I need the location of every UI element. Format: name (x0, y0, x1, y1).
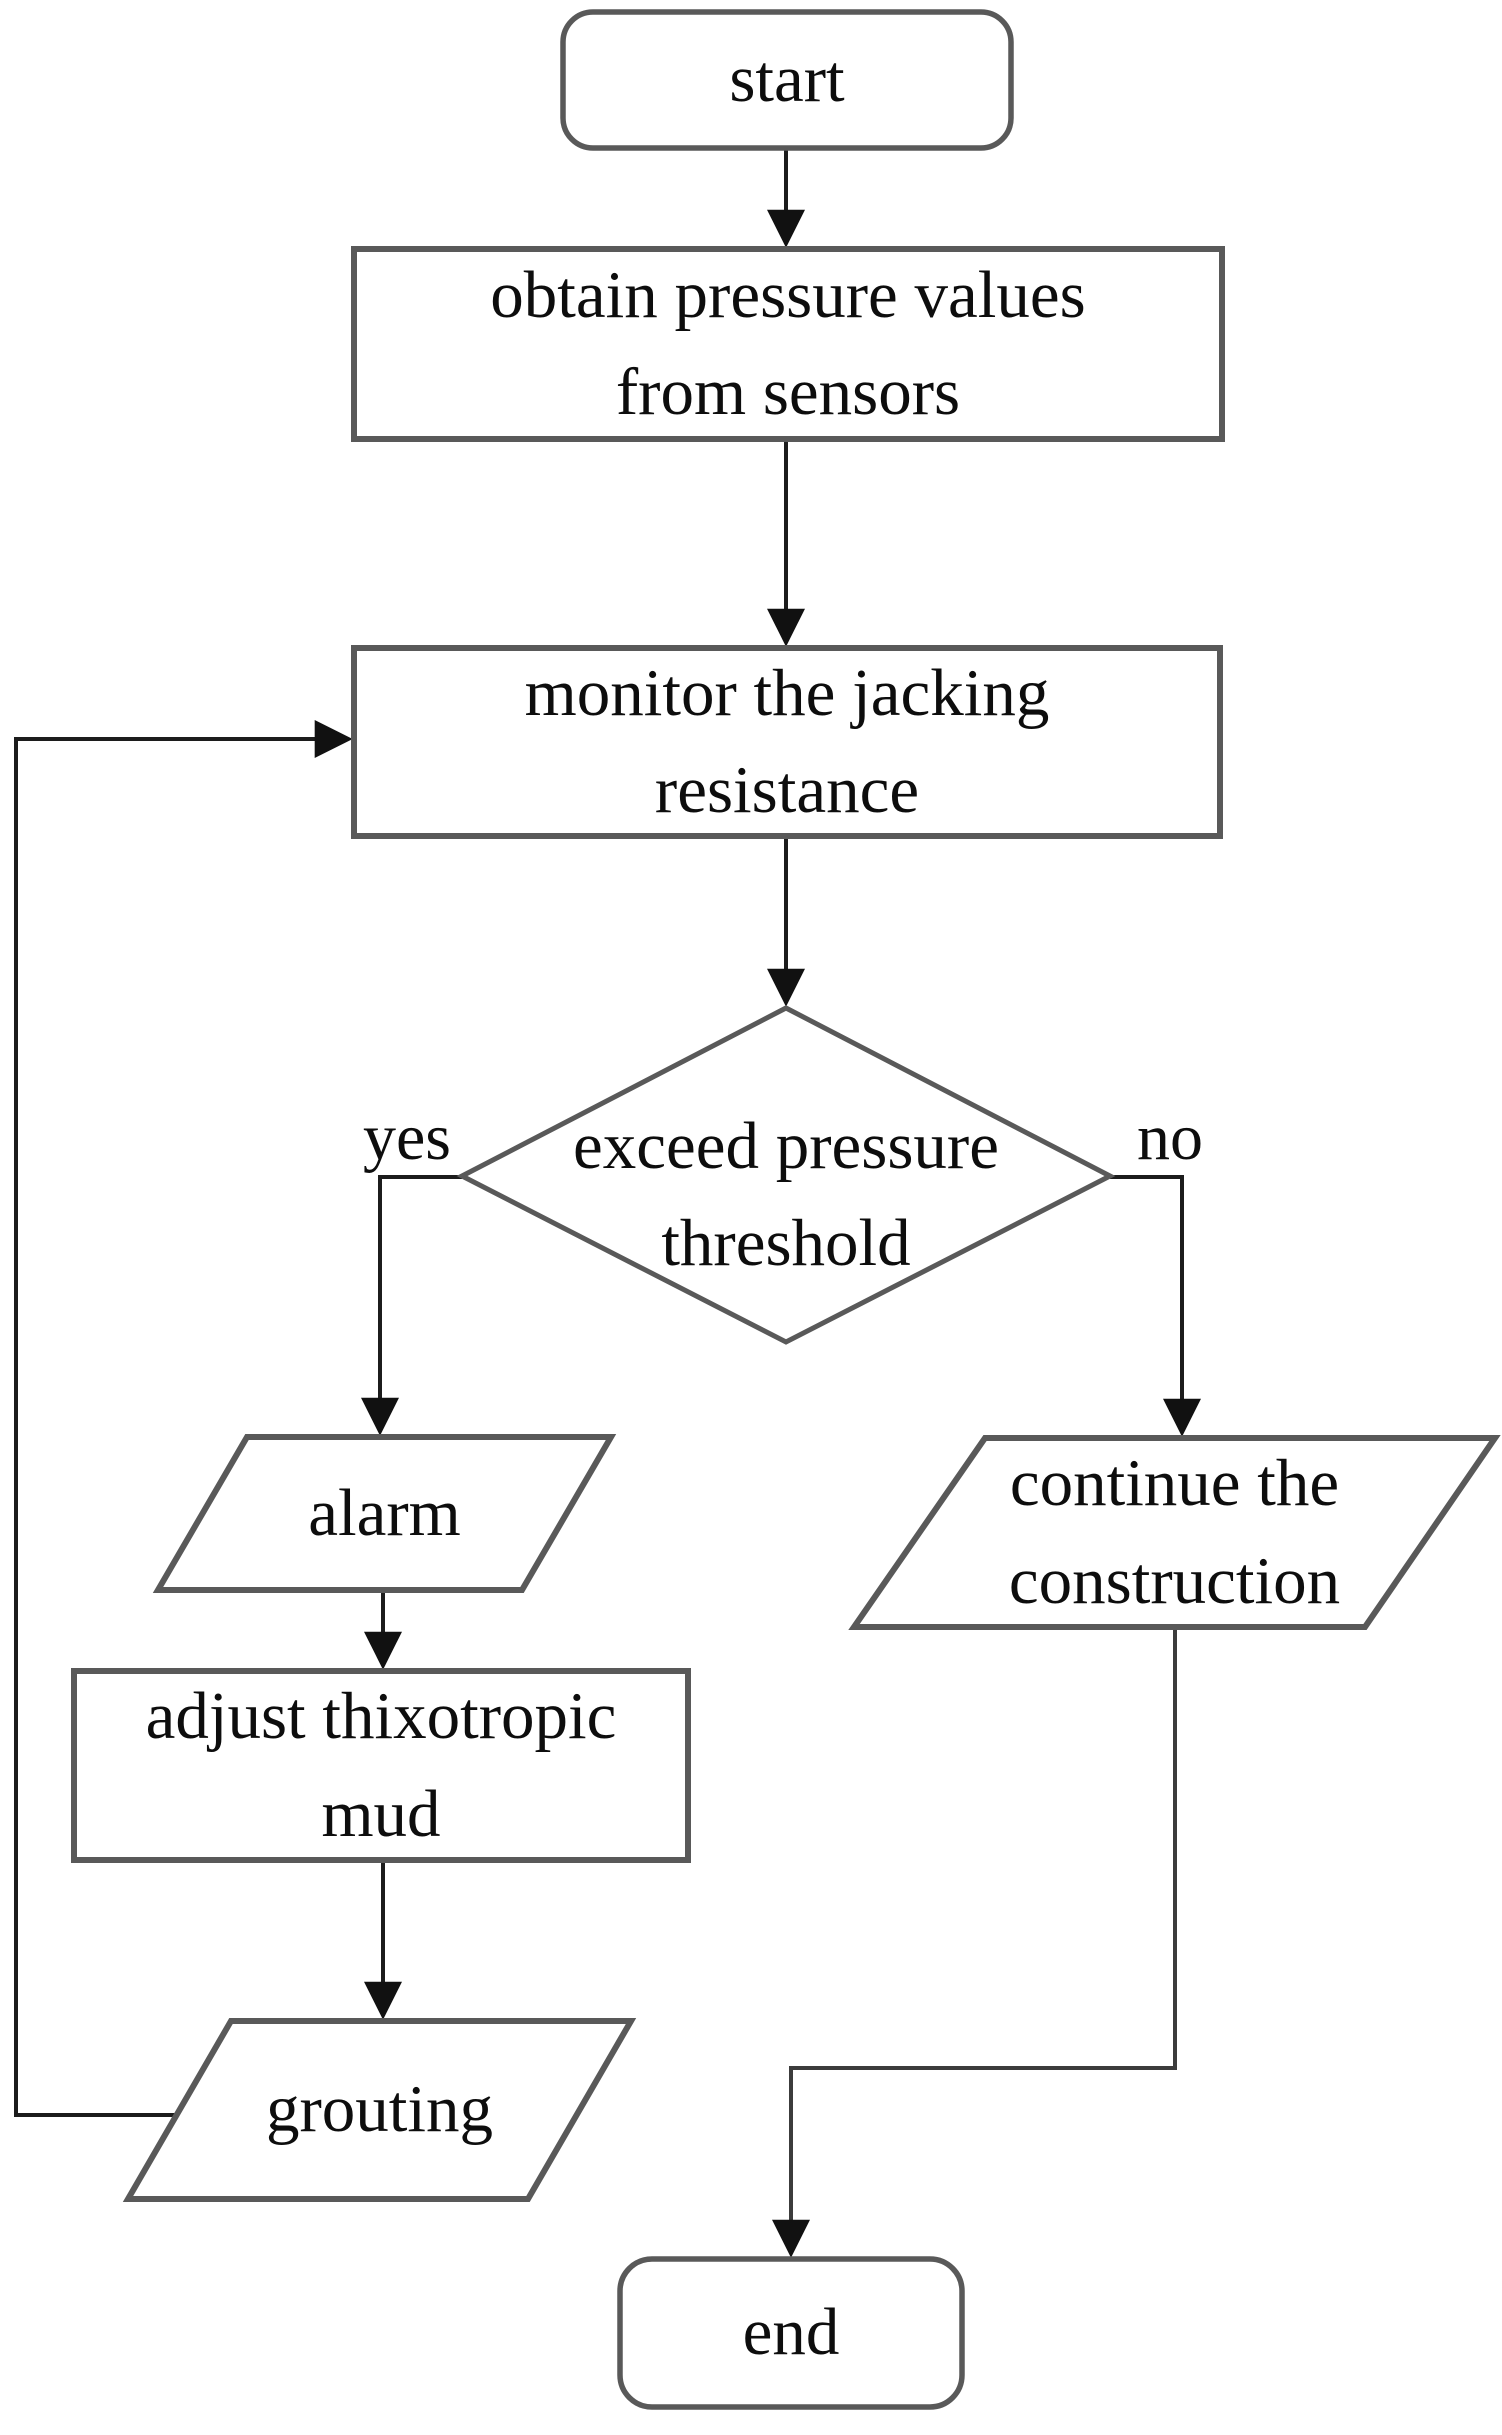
edge-decision-continue-no (1110, 1175, 1201, 1437)
edge-continue-end (772, 1629, 1177, 2258)
start-terminator-shape (560, 9, 1014, 151)
alarm-parallelogram-shape (152, 1434, 617, 1593)
end-terminator-shape (617, 2256, 965, 2410)
grouting-parallelogram-shape (122, 2018, 637, 2202)
obtain-process-shape (351, 246, 1225, 442)
adjust-process-shape (71, 1668, 691, 1863)
edge-decision-alarm-yes (361, 1175, 462, 1436)
monitor-process-shape (351, 645, 1223, 839)
decision-diamond-shape (456, 1005, 1116, 1345)
edge-grouting-monitor-loop (14, 720, 353, 2117)
continue-parallelogram-shape (848, 1435, 1501, 1630)
